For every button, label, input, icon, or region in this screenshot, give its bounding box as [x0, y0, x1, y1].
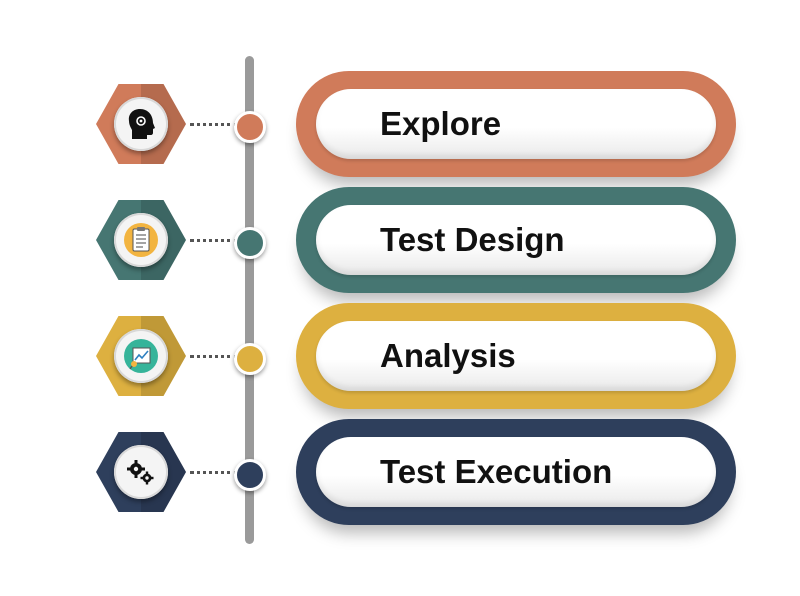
timeline-node	[234, 343, 266, 375]
chart-analysis-icon	[114, 329, 168, 383]
step-pill: Test Execution	[296, 419, 736, 525]
timeline-node	[234, 459, 266, 491]
clipboard-checklist-icon	[114, 213, 168, 267]
step-pill: Test Design	[296, 187, 736, 293]
connector-dots	[190, 123, 238, 126]
step-label: Analysis	[380, 337, 516, 374]
step-label: Test Execution	[380, 453, 613, 490]
step-label: Explore	[380, 105, 502, 142]
connector-dots	[190, 471, 238, 474]
step-explore: Explore	[0, 69, 800, 179]
timeline-node	[234, 111, 266, 143]
timeline-bar	[245, 56, 254, 544]
connector-dots	[190, 355, 238, 358]
step-pill: Explore	[296, 71, 736, 177]
step-test-execution: Test Execution	[0, 417, 800, 527]
connector-dots	[190, 239, 238, 242]
gears-icon	[114, 445, 168, 499]
step-analysis: Analysis	[0, 301, 800, 411]
timeline-node	[234, 227, 266, 259]
head-gear-icon	[114, 97, 168, 151]
step-pill: Analysis	[296, 303, 736, 409]
step-test-design: Test Design	[0, 185, 800, 295]
step-label: Test Design	[380, 221, 565, 258]
